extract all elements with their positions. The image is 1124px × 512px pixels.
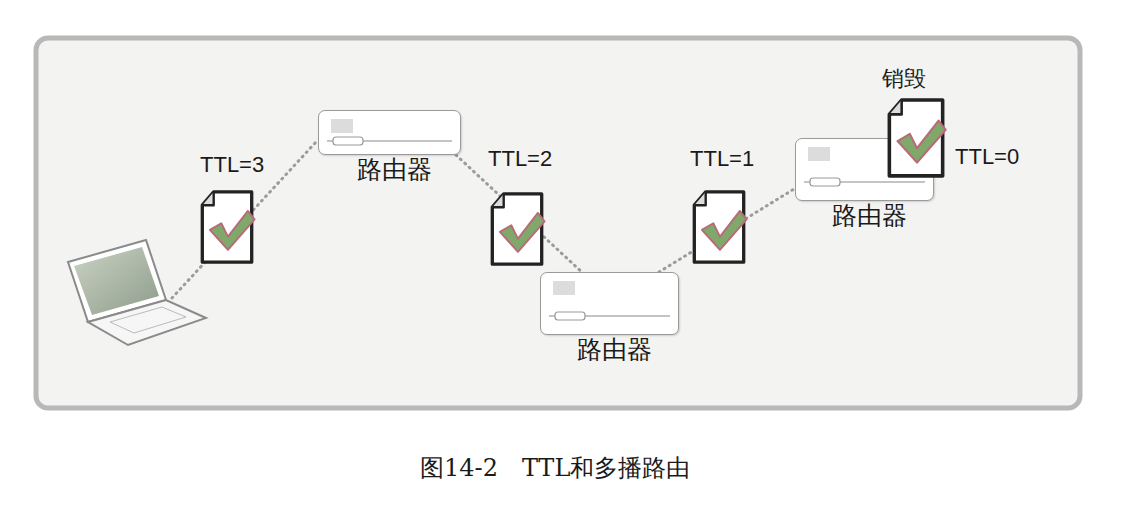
router-detail <box>319 111 460 154</box>
ttl-label: 销毁 <box>882 66 926 92</box>
router-panel <box>553 281 575 295</box>
packet-icon <box>202 192 254 262</box>
link-line <box>659 188 795 272</box>
router-box <box>540 272 679 335</box>
router-port <box>810 178 840 186</box>
packet-icon <box>694 192 746 262</box>
router-port <box>555 312 585 320</box>
router-node: 路由器 <box>318 110 470 185</box>
ttl-label: TTL=1 <box>690 146 754 172</box>
laptop <box>68 240 206 345</box>
router-box <box>795 138 934 201</box>
ttl-label: TTL=3 <box>200 152 264 178</box>
figure-caption: 图14-2 TTL和多播路由 <box>420 452 690 484</box>
router-label: 路由器 <box>795 201 943 231</box>
router-detail <box>796 139 933 200</box>
ttl-label: TTL=0 <box>955 144 1019 170</box>
dotted-link <box>659 188 795 272</box>
router-panel <box>331 119 353 133</box>
router-label: 路由器 <box>540 335 688 365</box>
ttl-label: TTL=2 <box>488 146 552 172</box>
router-box <box>318 110 461 155</box>
link-line <box>456 155 582 272</box>
router-label: 路由器 <box>318 155 470 185</box>
link-line <box>172 142 316 298</box>
dotted-link <box>456 155 582 272</box>
packet-icon <box>492 194 544 264</box>
router-node: 路由器 <box>795 138 943 231</box>
router-port <box>333 137 363 145</box>
router-detail <box>541 273 678 334</box>
frame <box>36 38 1080 408</box>
router-panel <box>808 147 830 161</box>
router-node: 路由器 <box>540 272 688 365</box>
